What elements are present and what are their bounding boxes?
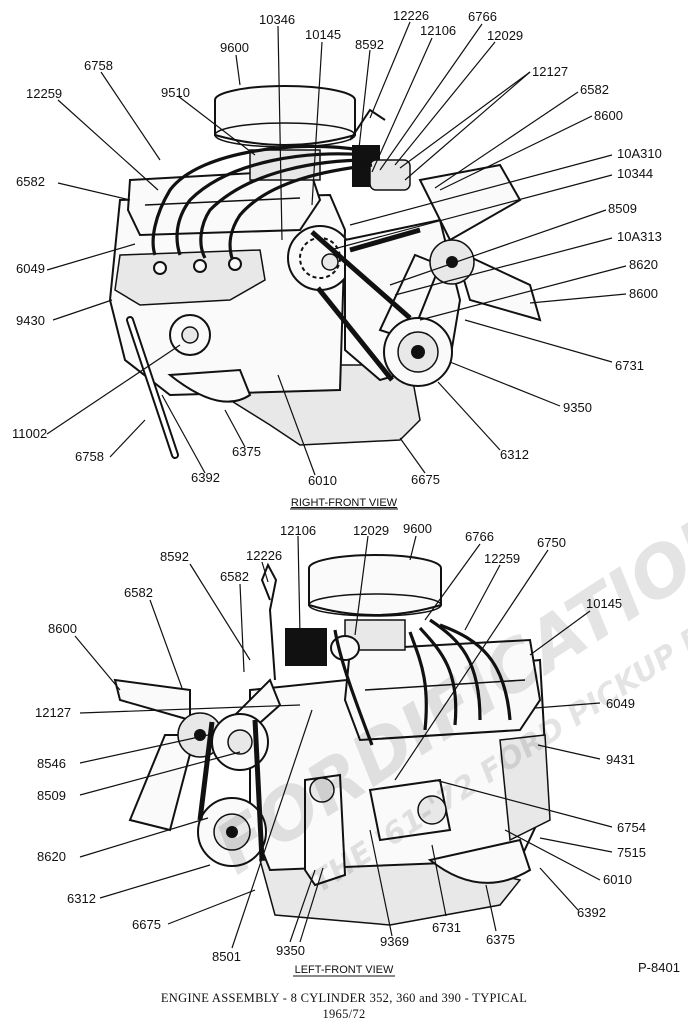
- callout-label: 12259: [484, 551, 520, 566]
- callout-label: 6731: [615, 358, 644, 373]
- distributor-12127: [330, 635, 360, 661]
- callout-label: 6375: [486, 932, 515, 947]
- exhaust-manifold-9430: [114, 249, 266, 306]
- valve-cover-6582: [343, 638, 542, 742]
- callout-label: 6758: [84, 58, 113, 73]
- callout-label: 6392: [191, 470, 220, 485]
- callout-label: 8600: [48, 621, 77, 636]
- callout-label: 6375: [232, 444, 261, 459]
- callout-label: 6010: [308, 473, 337, 488]
- callout-label: 6582: [220, 569, 249, 584]
- callout-label: 6675: [132, 917, 161, 932]
- callout-label: 6582: [580, 82, 609, 97]
- left-front-view-caption: LEFT-FRONT VIEW: [295, 964, 394, 976]
- figure-number: P-8401: [638, 960, 680, 975]
- callout-label: 8600: [629, 286, 658, 301]
- callout-label: 9510: [161, 85, 190, 100]
- callout-label: 6312: [500, 447, 529, 462]
- callout-label: 6049: [606, 696, 635, 711]
- callout-label: 6731: [432, 920, 461, 935]
- callout-label: 9350: [563, 400, 592, 415]
- diagram-title: ENGINE ASSEMBLY - 8 CYLINDER 352, 360 an…: [161, 991, 527, 1005]
- callout-label: 8620: [37, 849, 66, 864]
- callout-label: 6754: [617, 820, 646, 835]
- callout-label: 10145: [305, 27, 341, 42]
- callout-label: 8592: [160, 549, 189, 564]
- callout-label: 12127: [532, 64, 568, 79]
- callout-label: 10A310: [617, 146, 662, 161]
- callout-label: 6758: [75, 449, 104, 464]
- callout-label: 12127: [35, 705, 71, 720]
- callout-label: 10346: [259, 12, 295, 27]
- left-front-engine-drawing: [113, 554, 551, 926]
- callout-label: 9369: [380, 934, 409, 949]
- callout-label: 6766: [465, 529, 494, 544]
- top-callouts: 10346 12226 6766 10145 12106 9600 8592 1…: [12, 8, 662, 488]
- callout-label: 12226: [246, 548, 282, 563]
- fuel-pump-9350: [304, 773, 347, 887]
- callout-label: 12106: [420, 23, 456, 38]
- callout-label: 8509: [608, 201, 637, 216]
- callout-label: 8509: [37, 788, 66, 803]
- callout-label: 12226: [393, 8, 429, 23]
- callout-label: 9350: [276, 943, 305, 958]
- callout-label: 8600: [594, 108, 623, 123]
- coil-12029: [285, 628, 327, 666]
- callout-label: 9600: [220, 40, 249, 55]
- callout-label: 8546: [37, 756, 66, 771]
- callout-label: 6582: [124, 585, 153, 600]
- callout-label: 12259: [26, 86, 62, 101]
- callout-label: 6766: [468, 9, 497, 24]
- callout-label: 8501: [212, 949, 241, 964]
- callout-label: 10A313: [617, 229, 662, 244]
- callout-label: 6582: [16, 174, 45, 189]
- callout-label: 6750: [537, 535, 566, 550]
- right-front-engine-drawing: [108, 85, 542, 459]
- callout-label: 6312: [67, 891, 96, 906]
- callout-label: 8592: [355, 37, 384, 52]
- callout-label: 6392: [577, 905, 606, 920]
- top-leader-lines: [46, 21, 627, 476]
- callout-label: 6675: [411, 472, 440, 487]
- callout-label: 6049: [16, 261, 45, 276]
- callout-label: 12029: [487, 28, 523, 43]
- callout-label: 9430: [16, 313, 45, 328]
- callout-label: 10145: [586, 596, 622, 611]
- callout-label: 7515: [617, 845, 646, 860]
- bottom-leader-lines: [74, 535, 613, 949]
- callout-label: 9600: [403, 521, 432, 536]
- callout-label: 9431: [606, 752, 635, 767]
- callout-label: 12029: [353, 523, 389, 538]
- right-front-view-caption: RIGHT-FRONT VIEW: [291, 497, 398, 509]
- callout-label: 8620: [629, 257, 658, 272]
- fan-8600: [378, 163, 542, 342]
- starter-11002: [368, 778, 452, 842]
- callout-label: 12106: [280, 523, 316, 538]
- bottom-callouts: 12106 12029 9600 6766 6750 8592 12226 12…: [35, 521, 646, 964]
- callout-label: 10344: [617, 166, 653, 181]
- callout-label: 11002: [12, 426, 47, 441]
- diagram-years: 1965/72: [322, 1007, 365, 1021]
- callout-label: 6010: [603, 872, 632, 887]
